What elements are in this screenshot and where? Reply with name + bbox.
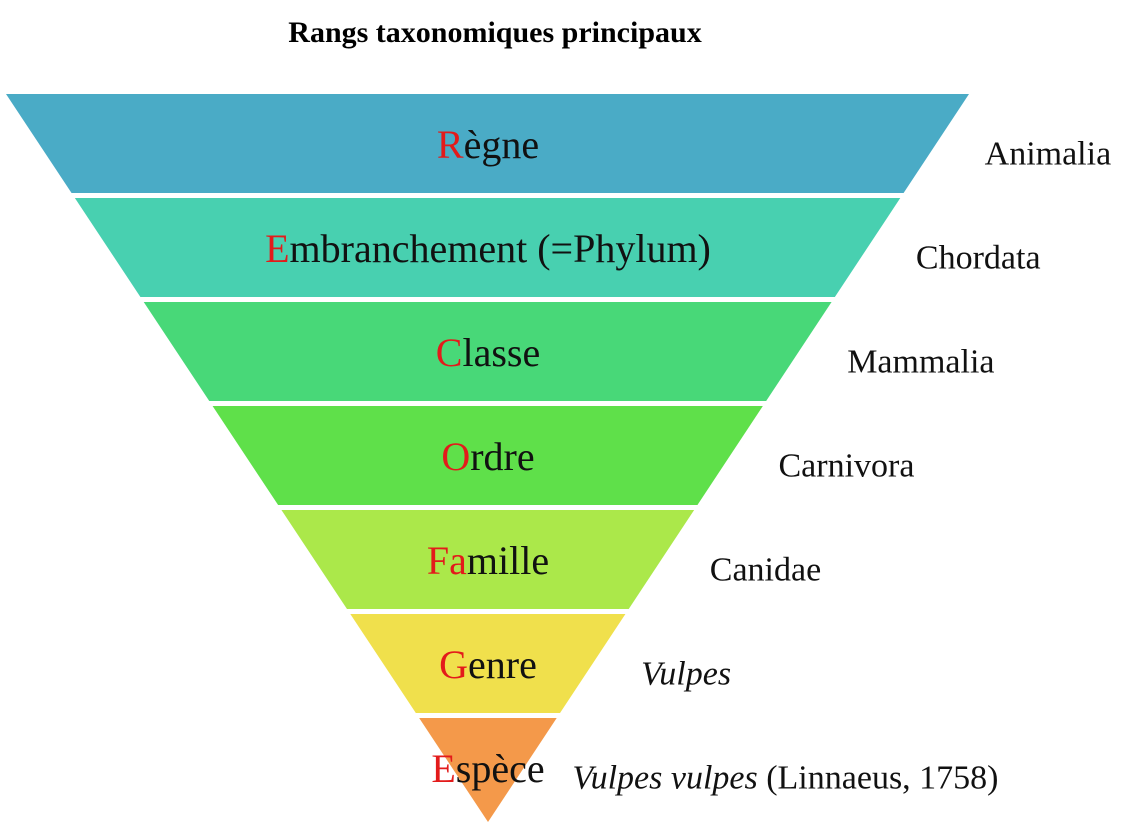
rank-rest: enre xyxy=(468,642,537,687)
rank-label: Classe xyxy=(436,330,540,375)
rank-initial: E xyxy=(265,226,289,271)
funnel-band xyxy=(350,614,626,713)
example-label: Mammalia xyxy=(847,343,994,380)
funnel-band xyxy=(419,718,557,822)
funnel-band xyxy=(281,510,695,609)
example-plain: Chordata xyxy=(916,239,1041,276)
rank-label: Espèce xyxy=(431,746,544,791)
rank-rest: mbranchement (=Phylum) xyxy=(290,226,711,271)
rank-label: Ordre xyxy=(441,434,534,479)
example-italic: Vulpes vulpes xyxy=(572,759,757,796)
funnel-bands xyxy=(6,94,969,822)
example-label: Carnivora xyxy=(779,447,915,484)
example-label: Canidae xyxy=(710,551,821,588)
rank-label: Embranchement (=Phylum) xyxy=(265,226,711,271)
example-plain: Animalia xyxy=(985,135,1112,172)
funnel-band xyxy=(212,406,763,505)
rank-initial: C xyxy=(436,330,463,375)
rank-rest: ègne xyxy=(464,122,540,167)
example-plain: Carnivora xyxy=(779,447,915,484)
rank-label: Famille xyxy=(427,538,549,583)
rank-initial: O xyxy=(441,434,470,479)
funnel-band xyxy=(143,302,832,401)
rank-rest: rdre xyxy=(470,434,534,479)
example-label: Vulpes vulpes (Linnaeus, 1758) xyxy=(572,759,998,796)
example-label: Chordata xyxy=(916,239,1041,276)
rank-rest: spèce xyxy=(456,746,545,791)
rank-rest: lasse xyxy=(462,330,540,375)
example-label: Vulpes xyxy=(641,655,731,692)
rank-label: Genre xyxy=(439,642,537,687)
example-label: Animalia xyxy=(985,135,1112,172)
rank-rest: mille xyxy=(467,538,549,583)
diagram-title: Rangs taxonomiques principaux xyxy=(288,16,702,49)
rank-initial: R xyxy=(437,122,464,167)
example-labels: AnimaliaChordataMammaliaCarnivoraCanidae… xyxy=(572,135,1111,796)
example-plain: (Linnaeus, 1758) xyxy=(758,759,999,796)
funnel-band xyxy=(6,94,969,193)
example-plain: Canidae xyxy=(710,551,821,588)
rank-initial: Fa xyxy=(427,538,467,583)
rank-label: Règne xyxy=(437,122,539,167)
rank-initial: G xyxy=(439,642,468,687)
rank-initial: E xyxy=(431,746,455,791)
example-plain: Mammalia xyxy=(847,343,994,380)
funnel-band xyxy=(74,198,901,297)
example-italic: Vulpes xyxy=(641,655,731,692)
